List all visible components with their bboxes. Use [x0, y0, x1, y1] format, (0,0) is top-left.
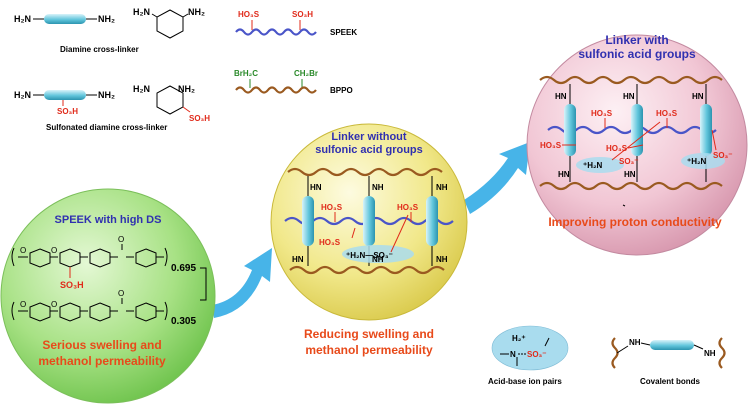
- covalent-label: Covalent bonds: [640, 377, 701, 386]
- middle-title-2: sulfonic acid groups: [315, 144, 423, 156]
- right-labels: HN HN HN HN HN HO₃S HO₃S HO₃S HO₃S ⁺H₂N …: [540, 92, 732, 179]
- m-ho3s-1: HO₃S: [321, 203, 343, 212]
- arrow-middle-to-right: [464, 142, 530, 214]
- r-ion-plus-1: ⁺H₂N: [583, 161, 603, 170]
- r-hn-5: HN: [624, 170, 636, 179]
- middle-caption-2: methanol permeability: [305, 343, 433, 357]
- m-ion-pair: ⁺H₂N—SO₃⁻: [346, 251, 393, 260]
- arrow-left-to-middle: [212, 248, 272, 318]
- amine-right-b: NH₂: [188, 7, 205, 17]
- benzene-ring-s: [156, 85, 184, 115]
- amine-right-s: NH₂: [98, 90, 115, 100]
- left-circle-title: SPEEK with high DS: [55, 214, 162, 226]
- r-hn-2: HN: [623, 92, 635, 101]
- left-circle: [0, 188, 216, 404]
- covalent-legend: NH NH Covalent bonds: [611, 337, 726, 386]
- amine-left-b: H₂N: [133, 7, 150, 17]
- left-sulfo: SO₃H: [60, 280, 84, 290]
- sulfonated-label: Sulfonated diamine cross-linker: [46, 123, 167, 132]
- sulfonated-diamine-structure: H₂N NH₂ SO₃H H₂N NH₂ SO₃H Sulfonated dia…: [14, 84, 210, 132]
- r-hn-3: HN: [692, 92, 704, 101]
- bppo-label: BPPO: [330, 86, 353, 95]
- speek-atoms: O O O O O O SO₃H 0.695 0.305: [20, 235, 196, 327]
- m-hn-1: HN: [310, 183, 322, 192]
- bppo-chain: [235, 86, 317, 94]
- speek-label: SPEEK: [330, 28, 357, 37]
- speek-legend: HO₃S SO₃H SPEEK: [235, 10, 357, 37]
- r-ho3s-3: HO₃S: [540, 141, 562, 150]
- r-ho3s-4: HO₃S: [606, 144, 628, 153]
- amine-right: NH₂: [98, 14, 115, 24]
- sulfo-group-b: SO₃H: [189, 114, 210, 123]
- right-network: [539, 75, 725, 207]
- left-caption-1: Serious swelling and: [42, 338, 161, 352]
- speek-chain: [235, 28, 317, 36]
- m-nh-3: NH: [372, 255, 384, 264]
- m-ho3s-3: HO₃S: [319, 238, 341, 247]
- amine-left: H₂N: [14, 14, 31, 24]
- r-so3-1: SO₃⁻: [619, 157, 638, 166]
- r-hn-4: HN: [558, 170, 570, 179]
- middle-labels: HN NH NH HN NH NH HO₃S HO₃S HO₃S ⁺H₂N—SO…: [292, 183, 448, 264]
- acid-base-legend: H₂⁺ N SO₃⁻ Acid-base ion pairs: [488, 325, 569, 386]
- diamine-crosslinker-structure: H₂N NH₂ H₂N NH₂ Diamine cross-linker: [14, 7, 205, 54]
- crosslinker-capsule: [44, 14, 86, 24]
- lg-nh-2: NH: [704, 349, 716, 358]
- o-4: O: [20, 300, 26, 309]
- r-so3-2: SO₃⁻: [713, 151, 732, 160]
- r-ion-plus-2: ⁺H₂N: [687, 157, 707, 166]
- speek-so3h: SO₃H: [292, 10, 313, 19]
- middle-network: [284, 167, 454, 275]
- o-2: O: [51, 246, 57, 255]
- speek-ho3s: HO₃S: [238, 10, 260, 19]
- middle-caption-1: Reducing swelling and: [304, 327, 434, 341]
- amine-right-s2: NH₂: [178, 84, 195, 94]
- lg-h2-plus: H₂⁺: [512, 334, 526, 343]
- r-ho3s-1: HO₃S: [591, 109, 613, 118]
- m-hn-2: HN: [292, 255, 304, 264]
- r-hn-1: HN: [555, 92, 567, 101]
- ratio-top: 0.695: [171, 263, 196, 274]
- right-caption: Improving proton conductivity: [548, 215, 722, 229]
- m-nh-1: NH: [372, 183, 384, 192]
- lg-nh-1: NH: [629, 338, 641, 347]
- r-ho3s-2: HO₃S: [656, 109, 678, 118]
- o-1: O: [20, 246, 26, 255]
- amine-left-s2: H₂N: [133, 84, 150, 94]
- diamine-label: Diamine cross-linker: [60, 45, 139, 54]
- o-6: O: [118, 289, 124, 298]
- crosslinker-capsule-sulfonated: [44, 90, 86, 100]
- bppo-left: BrH₂C: [234, 69, 258, 78]
- amine-left-s: H₂N: [14, 90, 31, 100]
- sulfo-group: SO₃H: [57, 107, 78, 116]
- right-title-2: sulfonic acid groups: [578, 47, 696, 61]
- o-5: O: [51, 300, 57, 309]
- benzene-ring: [156, 9, 184, 39]
- middle-title-1: Linker without: [331, 131, 407, 143]
- ratio-bottom: 0.305: [171, 316, 196, 327]
- acid-base-label: Acid-base ion pairs: [488, 377, 562, 386]
- speek-structure: [11, 244, 207, 322]
- right-title-1: Linker with: [605, 33, 668, 47]
- m-nh-2: NH: [436, 183, 448, 192]
- lg-n: N: [510, 350, 516, 359]
- lg-so3: SO₃⁻: [527, 350, 546, 359]
- m-nh-4: NH: [436, 255, 448, 264]
- bppo-legend: BrH₂C CH₂Br BPPO: [234, 69, 353, 95]
- left-caption-2: methanol permeability: [38, 354, 166, 368]
- bppo-right: CH₂Br: [294, 69, 318, 78]
- m-ho3s-2: HO₃S: [397, 203, 419, 212]
- o-3: O: [118, 235, 124, 244]
